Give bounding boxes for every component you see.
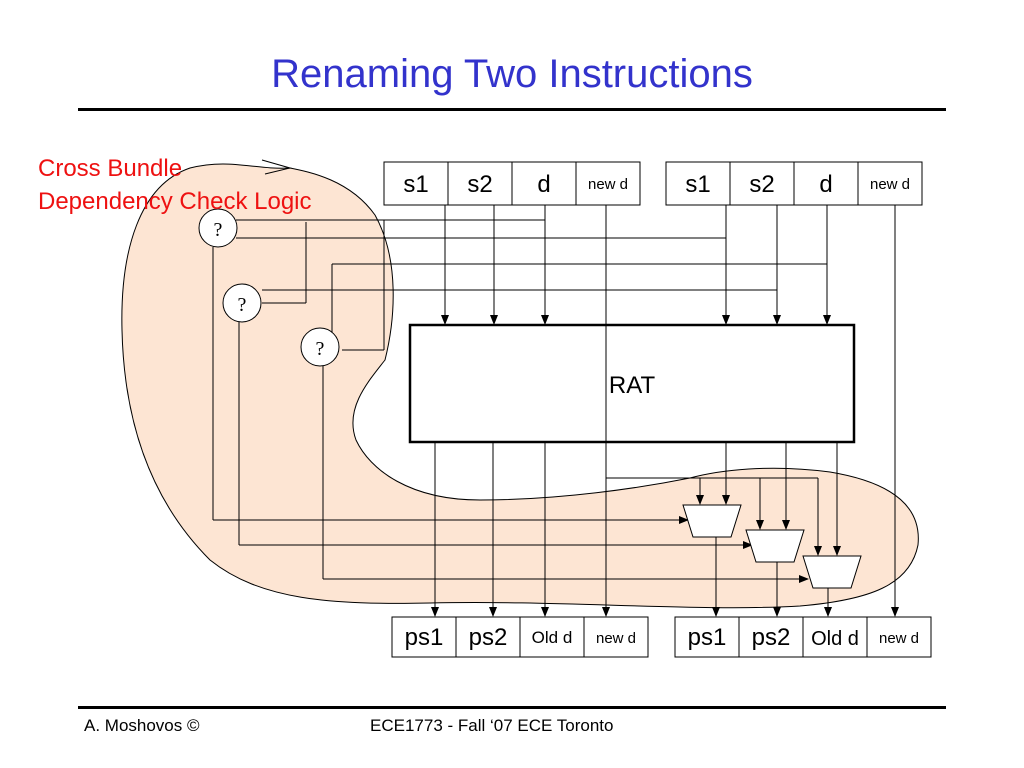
mux-ps1 (682, 504, 742, 538)
comparator-symbol: ? (316, 338, 325, 360)
field-new-d: new d (588, 176, 628, 193)
field-ps1: ps1 (405, 624, 444, 651)
output-instruction-2: ps1 ps2 Old d new d (674, 616, 932, 658)
field-d: d (537, 171, 550, 198)
callout-line-1: Cross Bundle (38, 155, 183, 182)
footer-course: ECE1773 - Fall ‘07 ECE Toronto (370, 716, 614, 735)
field-s2: s2 (467, 171, 492, 198)
field-s1: s1 (403, 171, 428, 198)
callout-line-2: Dependency Check Logic (38, 188, 312, 215)
dependency-check-region (121, 163, 919, 609)
comparator-input-wires (236, 219, 827, 351)
comparator-2: ? (222, 283, 262, 323)
field-d: d (819, 171, 832, 198)
field-new-d: new d (596, 630, 636, 647)
rat-label: RAT (609, 372, 656, 399)
comparator-1: ? (198, 208, 238, 248)
input-instruction-1: s1 s2 d new d (383, 161, 641, 206)
rat-output-wires (431, 205, 899, 617)
field-ps1: ps1 (688, 624, 727, 651)
field-old-d: Old d (532, 628, 573, 647)
comparator-symbol: ? (214, 219, 223, 241)
title-divider (78, 108, 946, 111)
mux-old-d (802, 555, 862, 589)
comparator-symbol: ? (238, 294, 247, 316)
footer-author: A. Moshovos © (84, 716, 200, 735)
field-s2: s2 (749, 171, 774, 198)
slide-title: Renaming Two Instructions (271, 52, 753, 96)
input-instruction-2: s1 s2 d new d (665, 161, 923, 206)
field-new-d: new d (870, 176, 910, 193)
output-instruction-1: ps1 ps2 Old d new d (391, 616, 649, 658)
select-wires (212, 247, 809, 583)
mux-ps2 (745, 529, 805, 563)
callout-label: Cross Bundle Dependency Check Logic (38, 152, 312, 218)
field-s1: s1 (685, 171, 710, 198)
field-new-d: new d (879, 630, 919, 647)
rat-box (408, 323, 856, 444)
footer-divider (78, 706, 946, 709)
field-ps2: ps2 (752, 624, 791, 651)
comparator-3: ? (300, 327, 340, 367)
field-old-d: Old d (811, 628, 859, 650)
field-ps2: ps2 (469, 624, 508, 651)
